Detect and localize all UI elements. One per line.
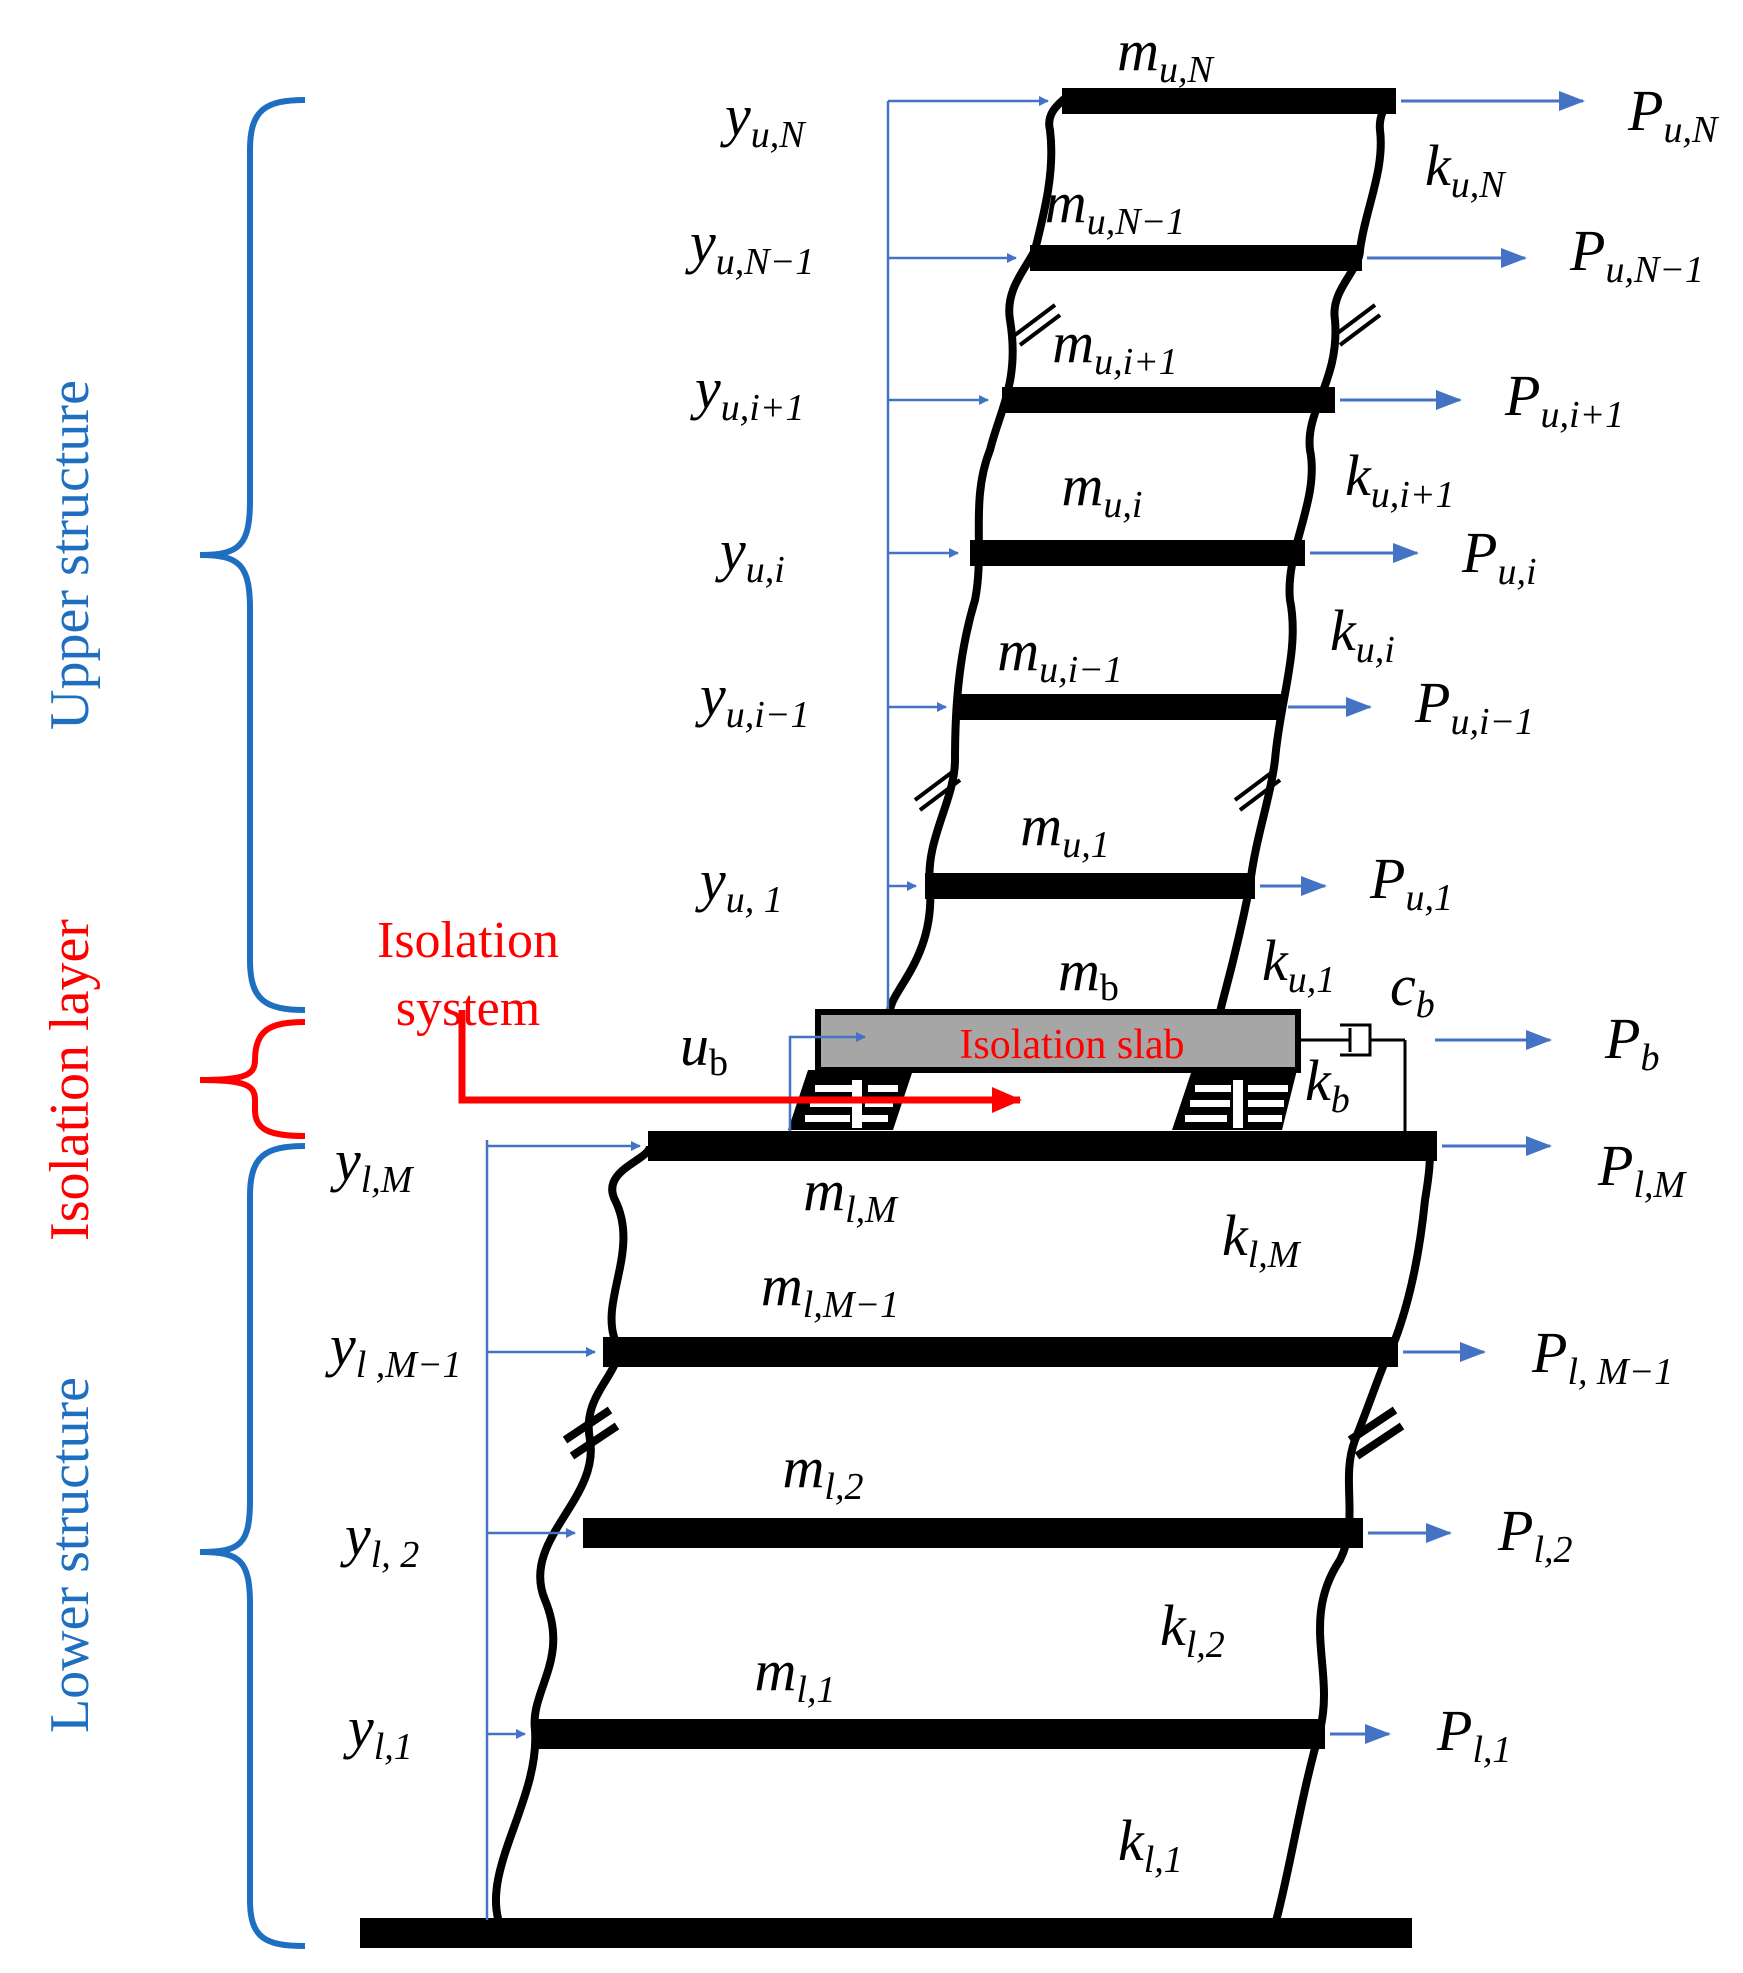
upper-displacement-label: yu,i+1 xyxy=(690,356,804,429)
lower-mass-label: ml,2 xyxy=(783,1435,864,1508)
lower-stiffness-label: kl,M xyxy=(1222,1203,1302,1276)
upper-structure-brace xyxy=(199,97,306,1013)
lower-force-label: Pl,1 xyxy=(1436,1698,1512,1771)
kb-label: kb xyxy=(1305,1048,1350,1121)
upper-displacement-label: yu, 1 xyxy=(695,848,783,921)
upper-floor-slab xyxy=(1030,245,1362,271)
upper-floor-slab xyxy=(970,540,1305,566)
lower-force-label: Pl, M−1 xyxy=(1531,1320,1673,1393)
upper-stiffness-label: ku,i+1 xyxy=(1345,443,1454,516)
isolation-system-label-line2: system xyxy=(396,980,540,1037)
mb-label: mb xyxy=(1058,938,1119,1009)
lower-stiffness-label: kl,2 xyxy=(1160,1593,1225,1666)
upper-displacement-label: yu,N−1 xyxy=(685,210,814,283)
isolation-layer-brace xyxy=(199,1019,306,1139)
upper-mass-label: mu,N−1 xyxy=(1045,170,1185,243)
upper-structure-label: Upper structure xyxy=(39,380,101,730)
upper-column-right xyxy=(1216,93,1396,1013)
lower-structure-brace xyxy=(199,1143,306,1949)
upper-mass-label: mu,1 xyxy=(1020,793,1109,866)
ku1-label: ku,1 xyxy=(1262,928,1335,1001)
upper-floor-slab xyxy=(955,694,1283,720)
upper-force-label: Pu,i xyxy=(1461,520,1537,593)
pb-label: Pb xyxy=(1604,1006,1659,1079)
upper-mass-label: mu,i+1 xyxy=(1052,310,1178,383)
lower-stiffness-label: kl,1 xyxy=(1118,1808,1183,1881)
upper-displacement-label: yu,i−1 xyxy=(695,663,809,736)
lower-displacement-label: yl, 2 xyxy=(340,1503,419,1576)
floor-levels: mu,N yu,N Pu,N ku,N mu,N−1 yu,N−1 Pu,N−1 mu,i+1… xyxy=(325,18,1720,1881)
break-marks xyxy=(562,303,1405,1460)
isolation-slab-label: Isolation slab xyxy=(959,1022,1184,1068)
upper-floor-slab xyxy=(1002,387,1335,413)
upper-stiffness-label: ku,i xyxy=(1330,598,1395,671)
lower-mass-label: ml,M−1 xyxy=(761,1253,899,1326)
isolation-slab xyxy=(815,1009,1301,1073)
lower-mass-label: ml,1 xyxy=(755,1638,836,1711)
upper-force-label: Pu,i+1 xyxy=(1504,363,1624,436)
lower-floor-slab xyxy=(648,1131,1437,1161)
lower-displacement-label: yl ,M−1 xyxy=(325,1313,462,1386)
upper-displacement-label: yu,i xyxy=(715,518,785,591)
upper-stiffness-label: ku,N xyxy=(1425,133,1507,206)
lower-mass-label: ml,M xyxy=(803,1158,899,1231)
upper-mass-label: mu,i−1 xyxy=(997,618,1123,691)
upper-mass-label: mu,N xyxy=(1117,18,1215,91)
isolation-bearing-right xyxy=(1172,1070,1297,1130)
lower-force-label: Pl,M xyxy=(1597,1133,1687,1206)
lower-column-right xyxy=(1271,1145,1434,1927)
damper-cb xyxy=(1298,1023,1407,1140)
ground-base xyxy=(360,1918,1412,1948)
upper-floor-slab xyxy=(1062,88,1396,114)
isolation-system-arrow xyxy=(458,1010,1022,1113)
lower-floor-slab xyxy=(532,1719,1325,1749)
lower-structure-label: Lower structure xyxy=(39,1377,101,1733)
lower-force-label: Pl,2 xyxy=(1497,1498,1573,1571)
isolation-layer-label: Isolation layer xyxy=(39,919,101,1241)
ub-label: ub xyxy=(680,1013,728,1084)
upper-column-left xyxy=(886,92,1072,1013)
isolation-system-label-line1: Isolation xyxy=(377,912,559,969)
lower-floor-slab xyxy=(583,1518,1363,1548)
lower-displacement-label: yl,1 xyxy=(343,1695,413,1768)
upper-displacement-label: yu,N xyxy=(720,83,807,156)
upper-force-label: Pu,i−1 xyxy=(1414,670,1534,743)
upper-force-label: Pu,N−1 xyxy=(1569,218,1704,291)
upper-mass-label: mu,i xyxy=(1062,453,1143,526)
lower-floor-slab xyxy=(603,1337,1398,1367)
upper-force-label: Pu,1 xyxy=(1369,846,1453,919)
upper-floor-slab xyxy=(925,873,1255,899)
cb-label: cb xyxy=(1390,953,1435,1026)
upper-force-label: Pu,N xyxy=(1627,78,1720,151)
lower-displacement-label: yl,M xyxy=(330,1128,415,1201)
